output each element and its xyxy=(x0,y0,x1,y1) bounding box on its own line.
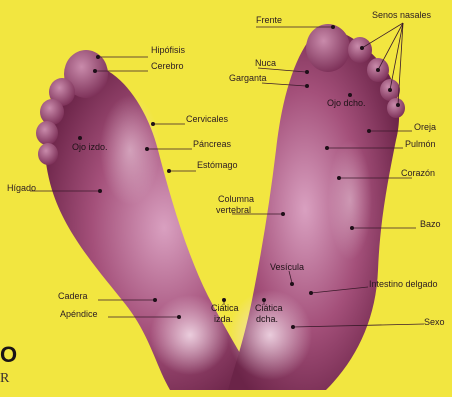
corner-subheading-fragment: R xyxy=(0,372,9,386)
label-higado: Hígado xyxy=(7,183,36,193)
dot-pulmon xyxy=(325,146,329,150)
dot-pancreas xyxy=(145,147,149,151)
dot-cerebro xyxy=(93,69,97,73)
dot-senos-3 xyxy=(388,88,392,92)
label-hipofisis: Hipófisis xyxy=(151,45,185,55)
label-pancreas: Páncreas xyxy=(193,139,231,149)
label-columna-1: Columna xyxy=(218,194,254,204)
label-ojo-izdo: Ojo izdo. xyxy=(72,142,108,152)
label-cadera: Cadera xyxy=(58,291,88,301)
corner-heading-fragment: O xyxy=(0,344,17,366)
label-ciatica-dcha-1: Ciática xyxy=(255,303,283,313)
label-cervicales: Cervicales xyxy=(186,114,228,124)
left-toe-5 xyxy=(38,143,58,165)
dot-sexo xyxy=(291,325,295,329)
dot-ojo-dcho xyxy=(348,93,352,97)
label-nuca: Nuca xyxy=(255,58,276,68)
dot-bazo xyxy=(350,226,354,230)
dot-oreja xyxy=(367,129,371,133)
dot-ciatica-izda xyxy=(222,298,226,302)
line-senos-2 xyxy=(378,23,403,70)
label-ciatica-dcha-2: dcha. xyxy=(256,314,278,324)
dot-vesicula xyxy=(290,282,294,286)
dot-garganta xyxy=(305,84,309,88)
label-senos-nasales: Senos nasales xyxy=(372,10,431,20)
label-bazo: Bazo xyxy=(420,219,441,229)
dot-senos-2 xyxy=(376,68,380,72)
label-apendice: Apéndice xyxy=(60,309,98,319)
dot-higado xyxy=(98,189,102,193)
dot-senos-4 xyxy=(396,103,400,107)
left-toe-4 xyxy=(36,121,58,145)
label-garganta: Garganta xyxy=(229,73,267,83)
left-toe-3 xyxy=(40,99,64,125)
label-corazon: Corazón xyxy=(401,168,435,178)
label-vesicula: Vesícula xyxy=(270,262,304,272)
label-sexo: Sexo xyxy=(424,317,445,327)
dot-apendice xyxy=(177,315,181,319)
right-big-toe xyxy=(306,24,350,72)
label-pulmon: Pulmón xyxy=(405,139,436,149)
dot-estomago xyxy=(167,169,171,173)
right-toe-5 xyxy=(387,98,405,118)
dot-nuca xyxy=(305,70,309,74)
label-estomago: Estómago xyxy=(197,160,238,170)
dot-ciatica-dcha xyxy=(262,298,266,302)
label-oreja: Oreja xyxy=(414,122,436,132)
dot-intestino xyxy=(309,291,313,295)
dot-corazon xyxy=(337,176,341,180)
label-ciatica-izda-1: Ciática xyxy=(211,303,239,313)
dot-senos-1 xyxy=(360,46,364,50)
line-senos-1 xyxy=(362,23,403,48)
dot-cadera xyxy=(153,298,157,302)
label-intestino-delgado: Intestino delgado xyxy=(369,279,438,289)
dot-hipofisis xyxy=(96,55,100,59)
label-cerebro: Cerebro xyxy=(151,61,184,71)
left-foot xyxy=(36,50,262,390)
right-toe-2 xyxy=(348,37,372,63)
label-frente: Frente xyxy=(256,15,282,25)
dot-columna xyxy=(281,212,285,216)
label-columna-2: vertebral xyxy=(216,205,251,215)
label-ojo-dcho: Ojo dcho. xyxy=(327,98,366,108)
dot-frente xyxy=(331,25,335,29)
dot-cervicales xyxy=(151,122,155,126)
dot-ojo-izdo xyxy=(78,136,82,140)
label-ciatica-izda-2: izda. xyxy=(214,314,233,324)
